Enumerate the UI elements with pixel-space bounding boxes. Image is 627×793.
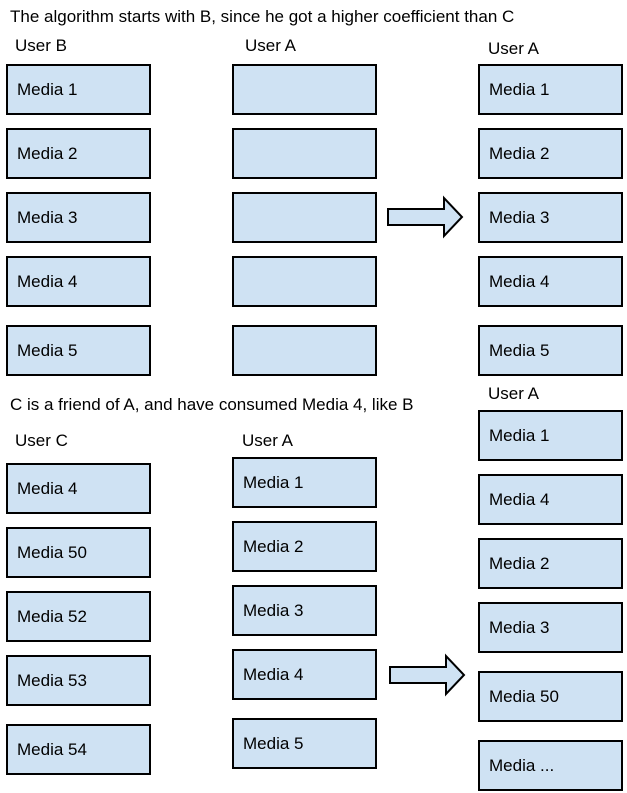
section2-middle-header: User A: [242, 431, 294, 450]
section2-middle-media-box: Media 3: [232, 585, 377, 636]
section1-middle-empty-box: [232, 128, 377, 179]
section1-caption: The algorithm starts with B, since he go…: [10, 7, 515, 26]
section2-middle-media-box: Media 4: [232, 649, 377, 700]
section1-left-media-box: Media 2: [6, 128, 151, 179]
section1-middle-header: User A: [245, 36, 297, 55]
section1-right-media-box: Media 2: [478, 128, 623, 179]
section1-left-media-box: Media 5: [6, 325, 151, 376]
section1-right-media-box: Media 4: [478, 256, 623, 307]
section2-caption: C is a friend of A, and have consumed Me…: [10, 395, 414, 414]
section2-middle-media-box: Media 2: [232, 521, 377, 572]
section2-right-media-box: Media 50: [478, 671, 623, 722]
section2-middle-media-box: Media 1: [232, 457, 377, 508]
section1-right-media-box: Media 3: [478, 192, 623, 243]
section2-right-media-box: Media 3: [478, 602, 623, 653]
section2-right-media-box: Media 4: [478, 474, 623, 525]
section2-right-header: User A: [488, 384, 540, 403]
section2-left-media-box: Media 50: [6, 527, 151, 578]
section1-left-media-box: Media 4: [6, 256, 151, 307]
section1-middle-empty-box: [232, 256, 377, 307]
section2-right-media-box: Media 1: [478, 410, 623, 461]
section1-middle-empty-box: [232, 192, 377, 243]
right-arrow-icon: [387, 195, 464, 239]
section2-left-media-box: Media 4: [6, 463, 151, 514]
section1-left-media-box: Media 1: [6, 64, 151, 115]
section1-right-header: User A: [488, 39, 540, 58]
section1-right-media-box: Media 1: [478, 64, 623, 115]
section1-left-header: User B: [15, 36, 67, 55]
section2-left-media-box: Media 52: [6, 591, 151, 642]
section2-left-media-box: Media 53: [6, 655, 151, 706]
section1-middle-empty-box: [232, 64, 377, 115]
section2-middle-media-box: Media 5: [232, 718, 377, 769]
section2-left-media-box: Media 54: [6, 724, 151, 775]
section1-right-media-box: Media 5: [478, 325, 623, 376]
section2-right-media-box: Media ...: [478, 740, 623, 791]
right-arrow-icon: [389, 653, 466, 697]
section2-right-media-box: Media 2: [478, 538, 623, 589]
section1-middle-empty-box: [232, 325, 377, 376]
section2-left-header: User C: [15, 431, 68, 450]
section1-left-media-box: Media 3: [6, 192, 151, 243]
